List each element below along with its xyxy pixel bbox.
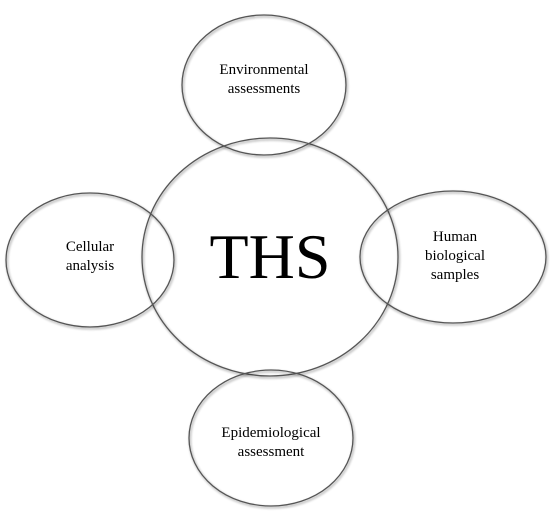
cellular-ellipse [5, 192, 175, 328]
epidemiological-ellipse [188, 369, 354, 507]
environmental-label: Environmental assessments [194, 61, 334, 99]
environmental-label-line-1: Environmental [219, 62, 309, 78]
center-label: THS [209, 221, 331, 292]
human-label-line-2: biological [425, 248, 485, 264]
epidemiological-label-line-1: Epidemiological [221, 425, 321, 441]
cellular-label: Cellular analysis [30, 238, 150, 276]
human-label: Human biological samples [390, 228, 520, 285]
cellular-label-line-2: analysis [65, 258, 115, 274]
center-circle [141, 137, 399, 377]
environmental-ellipse [181, 14, 347, 156]
environmental-label-line-2: assessments [227, 81, 301, 97]
human-ellipse [359, 190, 547, 324]
epidemiological-label-line-2: assessment [237, 444, 305, 460]
human-label-line-3: samples [430, 267, 480, 283]
epidemiological-label: Epidemiological assessment [201, 424, 341, 462]
human-label-line-1: Human [432, 229, 478, 245]
cellular-label-line-1: Cellular [65, 239, 115, 255]
